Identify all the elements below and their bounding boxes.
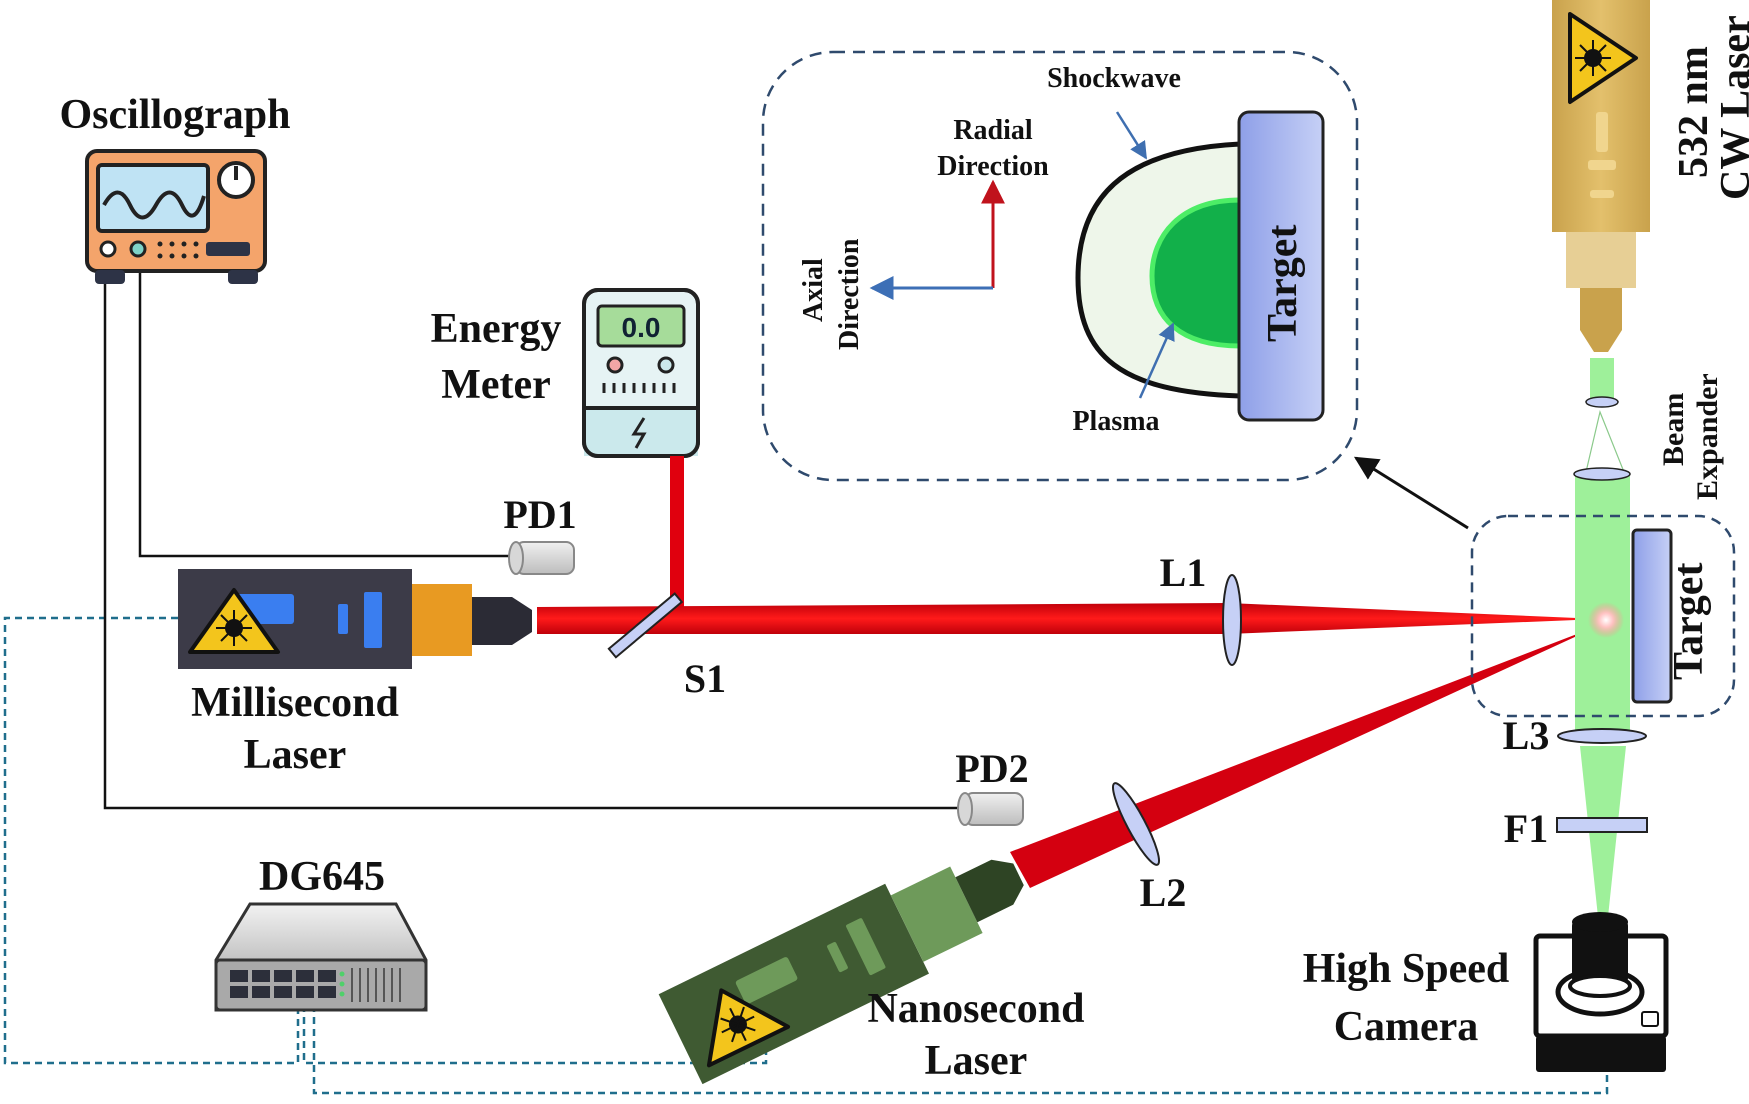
radial-direction-label-line1: Radial: [953, 115, 1033, 146]
nanosecond-laser-label-line1: Nanosecond: [867, 986, 1084, 1032]
energy-meter-icon: 0.0: [582, 288, 700, 458]
lens-l1: L1: [1160, 550, 1242, 666]
nanosecond-laser-label-line2: Laser: [925, 1038, 1028, 1084]
oscillograph-label: Oscillograph: [59, 92, 290, 138]
nanosecond-laser-beam: [1010, 624, 1603, 888]
inset-target-plate: [1237, 110, 1325, 422]
energy-meter-label-line1: Energy: [431, 306, 562, 352]
pd2-label: PD2: [955, 746, 1028, 791]
lens-l2: L2: [1111, 782, 1187, 915]
l2-label: L2: [1140, 870, 1187, 915]
millisecond-laser: Millisecond Laser: [178, 569, 532, 778]
photodiode-pd1: PD1: [503, 492, 577, 575]
reflected-beam-to-energy-meter: [670, 456, 684, 610]
cw-beam-narrow: [1590, 358, 1614, 402]
radial-direction-label-line2: Direction: [937, 151, 1049, 182]
beam-expander-label-line1: Beam: [1657, 393, 1690, 466]
laser-beams: [537, 358, 1630, 936]
warning-laser-icon: [188, 588, 280, 654]
high-speed-camera: High Speed Camera: [1303, 912, 1669, 1072]
beamsplitter-s1: S1: [607, 592, 726, 701]
camera-label-line1: High Speed: [1303, 946, 1510, 992]
target-region: Target: [1470, 514, 1736, 718]
l3-label: L3: [1503, 713, 1550, 758]
ns-laser-trigger-wire: [302, 993, 768, 1065]
warning-laser-icon: [1568, 12, 1638, 104]
axial-direction-label-line2: Direction: [834, 238, 865, 350]
pd1-label: PD1: [503, 492, 576, 537]
nanosecond-laser: [658, 859, 1024, 1085]
pd1-signal-wire: [138, 253, 522, 558]
millisecond-laser-label-line2: Laser: [244, 732, 347, 778]
energy-meter: Energy Meter 0.0: [431, 288, 700, 458]
axial-direction-label-line1: Axial: [798, 258, 829, 322]
plasma-pointer: [1138, 322, 1175, 399]
camera-icon: [1533, 912, 1669, 1072]
inset-target-label: Target: [1260, 225, 1306, 342]
s1-label: S1: [684, 656, 726, 701]
focal-spot: [1588, 602, 1624, 638]
shockwave-pointer: [1115, 111, 1148, 160]
energy-meter-label-line2: Meter: [441, 362, 551, 408]
delay-generator-dg645: DG645: [214, 854, 428, 1012]
oscillograph: Oscillograph: [59, 92, 291, 284]
inset-dashed-box: [761, 50, 1359, 482]
trigger-wires: [3, 616, 1609, 1095]
dg645-label: DG645: [259, 854, 385, 900]
ms-laser-trigger-wire: [3, 616, 300, 1065]
plasma-label: Plasma: [1072, 406, 1159, 437]
target-region-dashed-box: [1470, 514, 1736, 718]
target-label: Target: [1666, 563, 1712, 680]
camera-trigger-wire: [312, 993, 1609, 1095]
warning-laser-icon: [706, 988, 791, 1068]
filter-f1: F1: [1504, 806, 1648, 851]
zoom-arrow: [1353, 456, 1469, 530]
cw-beam-diverging: [1585, 410, 1625, 473]
plasma-plume: [1149, 197, 1243, 349]
f1-label: F1: [1504, 806, 1548, 851]
target-plate: [1631, 528, 1673, 704]
shockwave-label: Shockwave: [1047, 63, 1181, 94]
signal-wires: [103, 253, 966, 810]
lens-l3: L3: [1503, 713, 1647, 758]
oscilloscope-icon: [85, 149, 267, 284]
cw-beam-to-camera: [1580, 746, 1626, 936]
millisecond-laser-label-line1: Millisecond: [191, 680, 399, 726]
energy-meter-display: 0.0: [622, 312, 661, 343]
beam-expander: Beam Expander: [1573, 373, 1724, 500]
beam-expander-label-line2: Expander: [1691, 373, 1724, 500]
cw-laser-532nm: 532 nm CW Laser: [1552, 0, 1749, 352]
photodiode-pd2: PD2: [955, 746, 1029, 826]
camera-label-line2: Camera: [1334, 1004, 1479, 1050]
l1-label: L1: [1160, 550, 1207, 595]
cw-laser-label-line1: 532 nm: [1671, 46, 1717, 178]
cw-laser-label-line2: CW Laser: [1713, 15, 1749, 200]
millisecond-laser-beam: [537, 603, 1600, 634]
inset-zoom: Target Shockwave Plasma Radial Direction…: [761, 50, 1359, 482]
delay-generator-icon: [214, 902, 428, 1012]
pd2-signal-wire: [103, 253, 966, 810]
